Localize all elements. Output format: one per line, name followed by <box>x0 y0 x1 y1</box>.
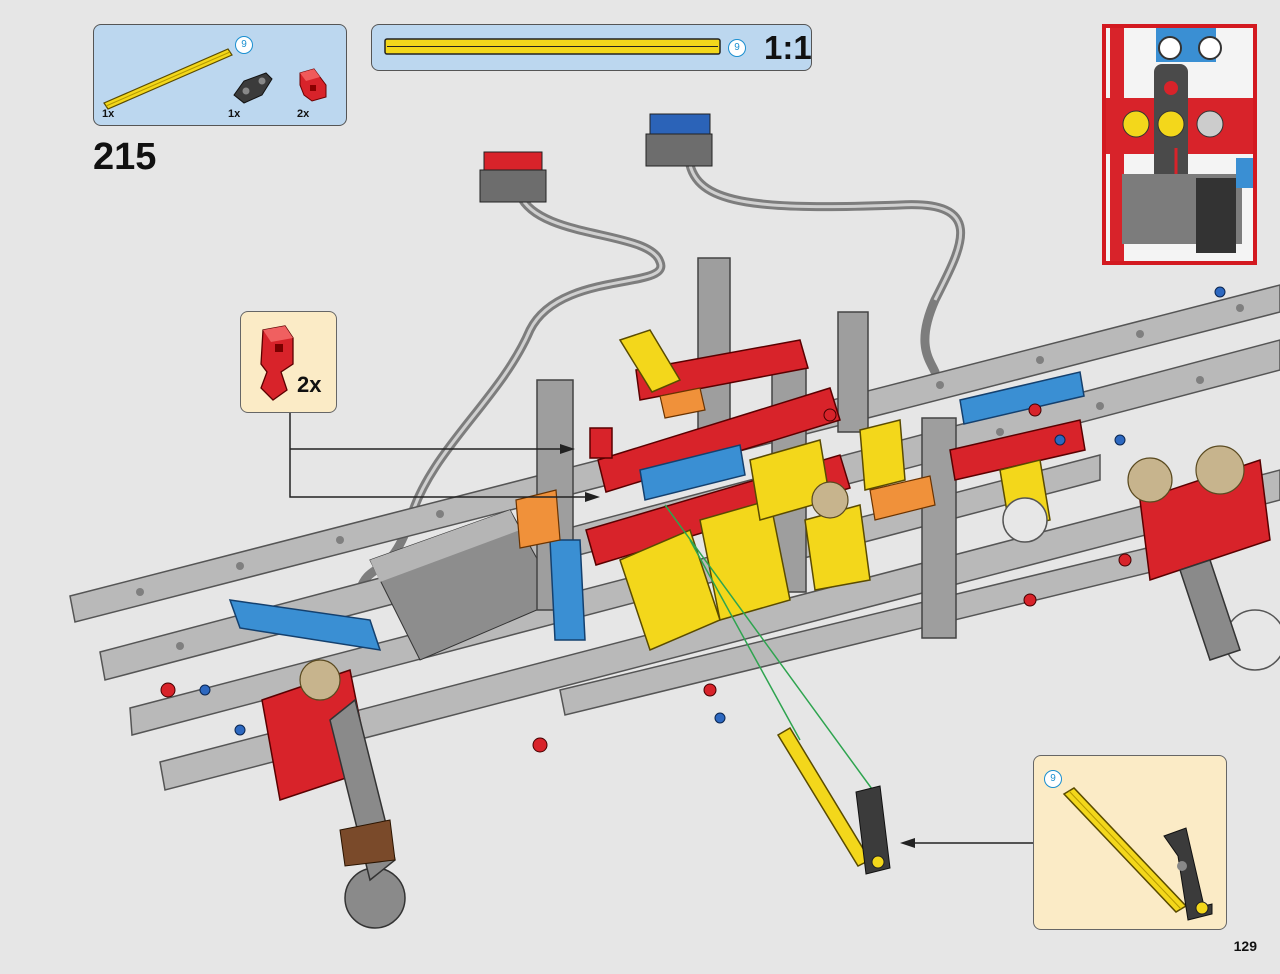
subassembly-badge: 9 <box>1044 770 1062 788</box>
red-connector-icon <box>299 68 327 102</box>
scale-axle-icon <box>384 38 721 55</box>
parts-callout: 2x <box>240 311 337 413</box>
red-beams <box>261 339 1271 801</box>
parts-list-illustration <box>103 48 327 110</box>
parts-list-panel: 9 1x 1x 2x <box>93 24 347 126</box>
red-connector-icon <box>260 325 294 401</box>
scale-reference-panel: 9 1:1 <box>371 24 812 71</box>
motor-icon <box>369 509 561 661</box>
blue-plug-icon <box>645 113 713 167</box>
qty-yellow-axle: 1x <box>102 108 115 120</box>
yellow-axle-insert-icon <box>776 726 891 875</box>
step-number: 215 <box>93 136 157 178</box>
detail-illustration <box>1106 28 1253 261</box>
yellow-axle-icon <box>103 48 233 110</box>
guide-lines <box>664 504 881 801</box>
brown-part-icon <box>339 819 396 867</box>
detail-inset <box>1102 24 1257 265</box>
gear-icons <box>299 445 1245 701</box>
red-pins <box>160 403 1132 753</box>
subassembly-callout: 9 <box>1033 755 1227 930</box>
parts-badge: 9 <box>235 36 253 54</box>
black-connector-icon <box>233 72 273 104</box>
page-number: 129 <box>1233 938 1257 954</box>
blue-beams <box>228 371 1085 651</box>
red-plug-icon <box>479 151 547 203</box>
blue-pins <box>199 286 1226 736</box>
scale-badge: 9 <box>728 39 746 57</box>
hub-icons <box>329 559 1241 929</box>
callout-qty: 2x <box>297 372 322 397</box>
orange-beams <box>515 387 936 549</box>
axle-with-connector-icon <box>1062 787 1213 921</box>
callout-arrows <box>289 413 1033 844</box>
qty-red-connector: 2x <box>297 108 310 120</box>
qty-black-connector: 1x <box>228 108 241 120</box>
scale-label: 1:1 <box>764 29 812 66</box>
yellow-beams <box>618 329 1051 652</box>
